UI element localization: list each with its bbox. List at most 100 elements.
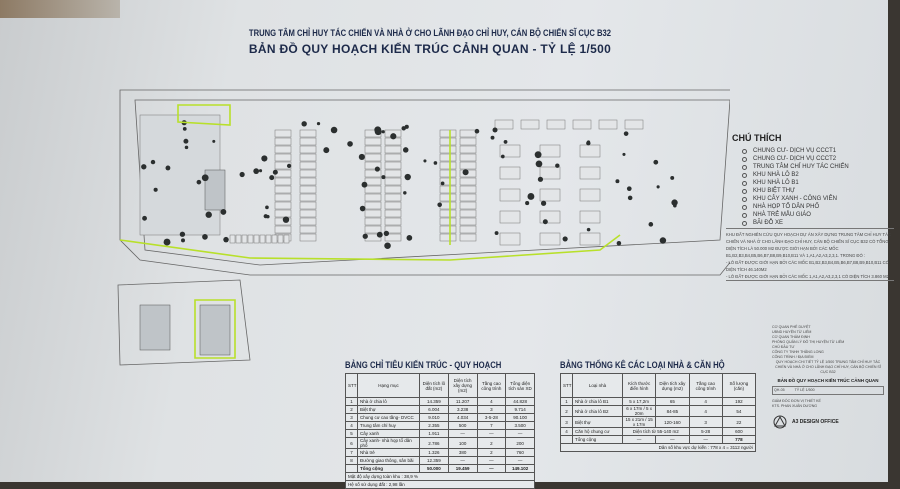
house-lot xyxy=(241,234,248,244)
tree-icon xyxy=(269,175,275,181)
table1-cell: 760 xyxy=(505,448,535,457)
table2-header: Loại nhà xyxy=(572,373,623,398)
house-lot xyxy=(364,145,382,154)
house-lot xyxy=(459,225,477,234)
tree-icon xyxy=(359,205,366,212)
appraiser-name: PHÒNG QUẢN LÝ ĐÔ THỊ HUYỆN TỪ LIÊM xyxy=(772,340,845,344)
tree-icon xyxy=(141,164,147,170)
tree-icon xyxy=(220,209,227,215)
table1-cell: 500 xyxy=(447,421,478,430)
tree-icon xyxy=(527,193,535,200)
house-lot xyxy=(384,217,402,226)
tree-icon xyxy=(301,121,307,127)
site-road-outline xyxy=(119,89,730,276)
table2-total-cell: — xyxy=(688,435,723,444)
table2-cell: 22 xyxy=(721,416,757,428)
house-lot xyxy=(265,234,272,244)
house-lot xyxy=(384,209,402,218)
legend-marker-icon xyxy=(742,156,747,162)
house-lot xyxy=(259,234,266,244)
table2-cell: Nhà ở chia lô B1 xyxy=(572,397,623,406)
director-name: KTS. PHAN XUÂN DƯƠNG xyxy=(772,404,818,408)
tree-icon xyxy=(671,199,678,206)
tree-icon xyxy=(440,181,445,186)
table2-total-cell: 778 xyxy=(721,435,757,444)
house-lot xyxy=(459,137,477,146)
house-lot xyxy=(459,233,477,242)
tree-icon xyxy=(500,154,505,159)
site-plan xyxy=(117,89,730,366)
table1-cell: Biệt thự xyxy=(357,405,420,414)
legend-item: CHUNG CƯ- DỊCH VỤ CCCT1 xyxy=(732,147,849,155)
tree-icon xyxy=(212,139,216,143)
note-1: - LÔ ĐẤT ĐƯỢC GIỚI HẠN BỞI CÁC MỐC B1,B2… xyxy=(726,260,889,272)
legend-marker-icon xyxy=(742,196,747,202)
tree-icon xyxy=(239,171,245,178)
lower-parcel xyxy=(117,279,251,366)
house-lot xyxy=(274,153,292,162)
house-lot xyxy=(364,225,382,234)
table2-cell: 1 xyxy=(560,397,573,406)
tree-icon xyxy=(494,231,499,236)
house-lot xyxy=(439,225,457,234)
legend-item: CHUNG CƯ- DỊCH VỤ CCCT2 xyxy=(732,155,849,163)
tree-icon xyxy=(282,216,290,223)
tree-icon xyxy=(474,128,480,134)
table2-cell: 2 xyxy=(560,405,573,417)
house-lot xyxy=(384,185,402,194)
table1-cell: — xyxy=(476,456,507,465)
house-lot xyxy=(384,233,402,242)
house-lot xyxy=(384,193,402,202)
tree-icon xyxy=(258,169,263,173)
legend-label: KHU NHÀ LÔ B2 xyxy=(753,172,799,178)
house-lot xyxy=(274,137,292,146)
house-lot xyxy=(384,201,402,210)
tree-icon xyxy=(202,234,208,240)
appraiser-label: CƠ QUAN THẨM ĐỊNH xyxy=(772,335,810,339)
tree-icon xyxy=(330,126,338,134)
legend-label: KHU CÂY XANH - CÔNG VIÊN xyxy=(753,196,837,202)
tree-icon xyxy=(534,151,542,159)
villa-lot xyxy=(539,166,561,180)
tree-icon xyxy=(196,179,202,185)
house-lot xyxy=(439,137,457,146)
project-name: QUY HOẠCH CHI TIẾT TỶ LỆ 1/500 TRUNG TÂM… xyxy=(775,360,881,374)
tree-icon xyxy=(403,191,407,195)
legend-item: NHÀ TRẺ MẪU GIÁO xyxy=(732,211,849,219)
house-lot xyxy=(274,193,292,202)
table1-total-cell: Tổng cộng xyxy=(357,464,420,473)
tree-icon xyxy=(673,203,677,208)
tree-icon xyxy=(653,159,659,165)
house-lot xyxy=(229,234,236,244)
table1-cell: 44.828 xyxy=(505,397,535,406)
table1-total-cell: — xyxy=(476,464,507,473)
tree-icon xyxy=(358,153,365,161)
table1-cell: 4 xyxy=(476,397,507,406)
table1-title: BẢNG CHỈ TIÊU KIẾN TRÚC - QUY HOẠCH xyxy=(345,360,502,370)
legend-marker-icon xyxy=(742,148,747,154)
house-lot xyxy=(283,234,290,244)
legend-marker-icon xyxy=(742,172,747,178)
villa-lot xyxy=(499,188,521,202)
table1-cell: 1.326 xyxy=(419,448,449,457)
table1-cell: 200 xyxy=(505,437,535,449)
legend-item: NHÀ HỌP TỔ DÂN PHỐ xyxy=(732,203,849,211)
table1-header: STT xyxy=(345,373,358,398)
tree-icon xyxy=(433,161,438,165)
table1-cell: Đường giao thông, sân bãi xyxy=(357,456,420,465)
table1-cell: 7 xyxy=(345,448,358,457)
legend-label: TRUNG TÂM CHỈ HUY TÁC CHIẾN xyxy=(753,164,849,170)
villa-lot xyxy=(579,210,601,224)
house-lot xyxy=(299,137,317,146)
house-lot xyxy=(364,169,382,178)
tree-icon xyxy=(272,169,278,175)
table2-header: Kích thước điển hình xyxy=(621,373,657,398)
legend-item: BÃI ĐỖ XE xyxy=(732,219,849,227)
house-lot xyxy=(299,161,317,170)
legend-label: NHÀ TRẺ MẪU GIÁO xyxy=(753,212,811,218)
house-lot xyxy=(439,153,457,162)
